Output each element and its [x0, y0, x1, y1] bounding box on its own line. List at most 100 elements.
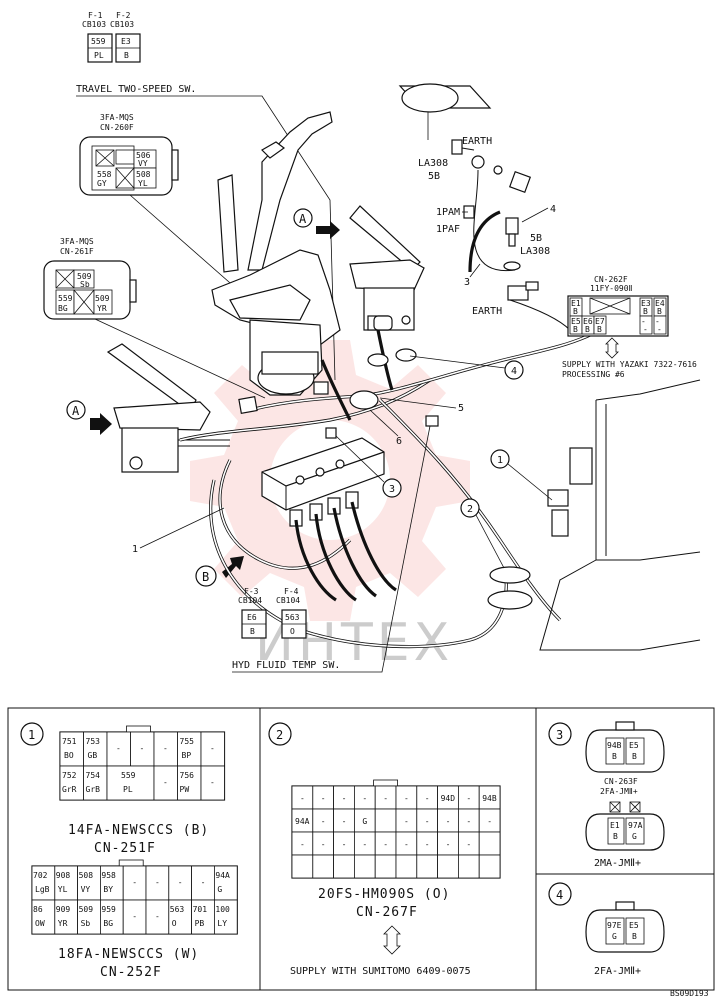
- travel-lever-assembly: [211, 111, 341, 396]
- p1-top-r1-c1-a: 754: [86, 771, 101, 780]
- p1-top-r0-c5-a: 755: [180, 737, 195, 746]
- panel-1-code2: CN-252F: [100, 965, 162, 980]
- p1-bot-r1-c5: -: [155, 912, 160, 921]
- p1-bot-r0-c7: -: [201, 878, 206, 887]
- p1-bot-r0-c1-b: YL: [58, 885, 68, 894]
- la308-a-5b-label: 5B: [428, 171, 440, 182]
- p2-cell-10: 94A: [295, 817, 310, 826]
- p1-top-r0-c0-a: 751: [62, 737, 77, 746]
- p2-cell-6: -: [425, 794, 430, 803]
- fuse-f2-code: CB103: [110, 20, 134, 29]
- cn262f-row1-cell-3-a: E3: [641, 299, 651, 308]
- p2-cell-4: -: [383, 794, 388, 803]
- panel-4: 4 97E G E5 B 2FA-JMⅡ+: [548, 882, 665, 977]
- panel-4-name: 2FA-JMⅡ+: [594, 966, 641, 977]
- panel-4-c-1: G: [612, 932, 617, 941]
- p1-top-r0-c0-b: BO: [64, 751, 74, 760]
- cn260f-cell-5: GY: [97, 179, 107, 188]
- connector-cn261f: 3FA-MQS CN-261F 509 Sb 559 BG 509 YR: [43, 237, 266, 399]
- paf-label: 1PAF: [436, 224, 460, 235]
- panel-3-b-3: G: [632, 832, 637, 841]
- cn261f-cell-0: 509: [77, 272, 92, 281]
- cn262f-title1: CN-262F: [594, 275, 628, 284]
- panel-1-code1: CN-251F: [94, 841, 156, 856]
- view-a-marker-left: A: [66, 400, 112, 435]
- diagram-callout-4: 4: [409, 355, 524, 380]
- watermark-gear-icon: [190, 340, 470, 621]
- panel-3-a-2: E5: [629, 741, 639, 750]
- panel-1-name1: 14FA-NEWSCCS (B): [68, 823, 209, 838]
- p2-cell-15: -: [425, 817, 430, 826]
- cn262f-row2-cell-1-a: E6: [583, 317, 593, 326]
- panel-4-c-0: 97E: [607, 921, 622, 930]
- p2-cell-17: -: [466, 817, 471, 826]
- p2-cell-24: -: [404, 840, 409, 849]
- panel-2-supply: SUPPLY WITH SUMITOMO 6409-0075: [290, 966, 471, 977]
- fuse-f4: F-4 CB104 563 O: [276, 587, 307, 639]
- cn262f-row1-cell-3-b: B: [643, 307, 648, 316]
- cn261f-title2: CN-261F: [60, 247, 94, 256]
- p2-cell-11: -: [321, 817, 326, 826]
- p1-top-r1-c3-a: 559: [121, 771, 136, 780]
- p2-cell-5: -: [404, 794, 409, 803]
- p2-cell-25: -: [425, 840, 430, 849]
- view-b-label: B: [202, 570, 209, 584]
- hyd-fluid-temp-sw-label: HYD FLUID TEMP SW.: [232, 660, 340, 671]
- p2-cell-27: -: [466, 840, 471, 849]
- p1-top-r0-c4: -: [163, 744, 168, 753]
- p2-cell-0: -: [300, 794, 305, 803]
- cn262f-row2-cell-3-b: -: [643, 325, 648, 334]
- bottom-panel-frame: [7, 707, 715, 991]
- p1-bot-r0-c3-b: BY: [103, 885, 113, 894]
- panel-3-num: 3: [556, 728, 563, 742]
- fuse-f3-top: E6: [247, 613, 257, 622]
- p1-bot-r0-c6: -: [178, 878, 183, 887]
- fuse-f4-bottom: O: [290, 627, 295, 636]
- cn262f-supply: SUPPLY WITH YAZAKI 7322-7616: [562, 360, 697, 369]
- p1-bot-r1-c6-b: O: [172, 919, 177, 928]
- panel-3-a-3: B: [632, 752, 637, 761]
- panel-3: 3 94B B E5 B CN-263F 2FA-JMⅡ+ E1 B 97A G…: [548, 721, 665, 869]
- callout-num-1: 1: [132, 544, 138, 555]
- p2-cell-18: -: [487, 817, 492, 826]
- fuse-f3: F-3 CB104 E6 B: [238, 587, 267, 639]
- callout-num-5: 5: [458, 403, 464, 414]
- pedal-a-left: [106, 343, 230, 473]
- p2-cell-7: 94D: [441, 794, 456, 803]
- cn260f-title2: CN-260F: [100, 123, 134, 132]
- fuse-f3-bottom: B: [250, 627, 255, 636]
- callout-num-4: 4: [550, 204, 556, 215]
- cn262f-row1-cell-4-b: B: [657, 307, 662, 316]
- p1-bot-r1-c1-a: 909: [56, 905, 71, 914]
- fuse-f1-bottom: PL: [94, 51, 104, 60]
- fuse-f1-title: F-1: [88, 11, 103, 20]
- p1-bot-r1-c8-a: 100: [215, 905, 230, 914]
- cn261f-title1: 3FA-MQS: [60, 237, 94, 246]
- p1-bot-r1-c8-b: LY: [217, 919, 227, 928]
- fuse-f4-code: CB104: [276, 596, 300, 605]
- p1-top-r0-c2: -: [116, 744, 121, 753]
- panel-3-a-1: B: [612, 752, 617, 761]
- p2-cell-19: -: [300, 840, 305, 849]
- p2-cell-14: -: [404, 817, 409, 826]
- view-a-marker-right: A: [293, 208, 340, 239]
- cn261f-cell-5: YR: [97, 304, 107, 313]
- p1-top-r1-c0-a: 752: [62, 771, 77, 780]
- p1-bot-r1-c3-a: 959: [101, 905, 116, 914]
- panel-1-num: 1: [28, 728, 35, 742]
- panel-3-code-a: 2FA-JMⅡ+: [600, 787, 638, 796]
- panel-3-b-2: 97A: [628, 821, 643, 830]
- p2-cell-13: G: [362, 817, 367, 826]
- p1-top-r1-c0-b: GrR: [62, 785, 77, 794]
- pam-label: 1PAM: [436, 207, 460, 218]
- p2-cell-8: -: [466, 794, 471, 803]
- p2-cell-26: -: [446, 840, 451, 849]
- earth-assembly: EARTH LA308 5B 1PAM 1PAF 4 5B LA308 3 EA…: [398, 83, 556, 317]
- cn260f-cell-3: YL: [138, 179, 148, 188]
- cn262f-row2-cell-2-a: E7: [595, 317, 605, 326]
- p1-top-r0-c5-b: BP: [182, 751, 192, 760]
- panel-3-b-0: E1: [610, 821, 620, 830]
